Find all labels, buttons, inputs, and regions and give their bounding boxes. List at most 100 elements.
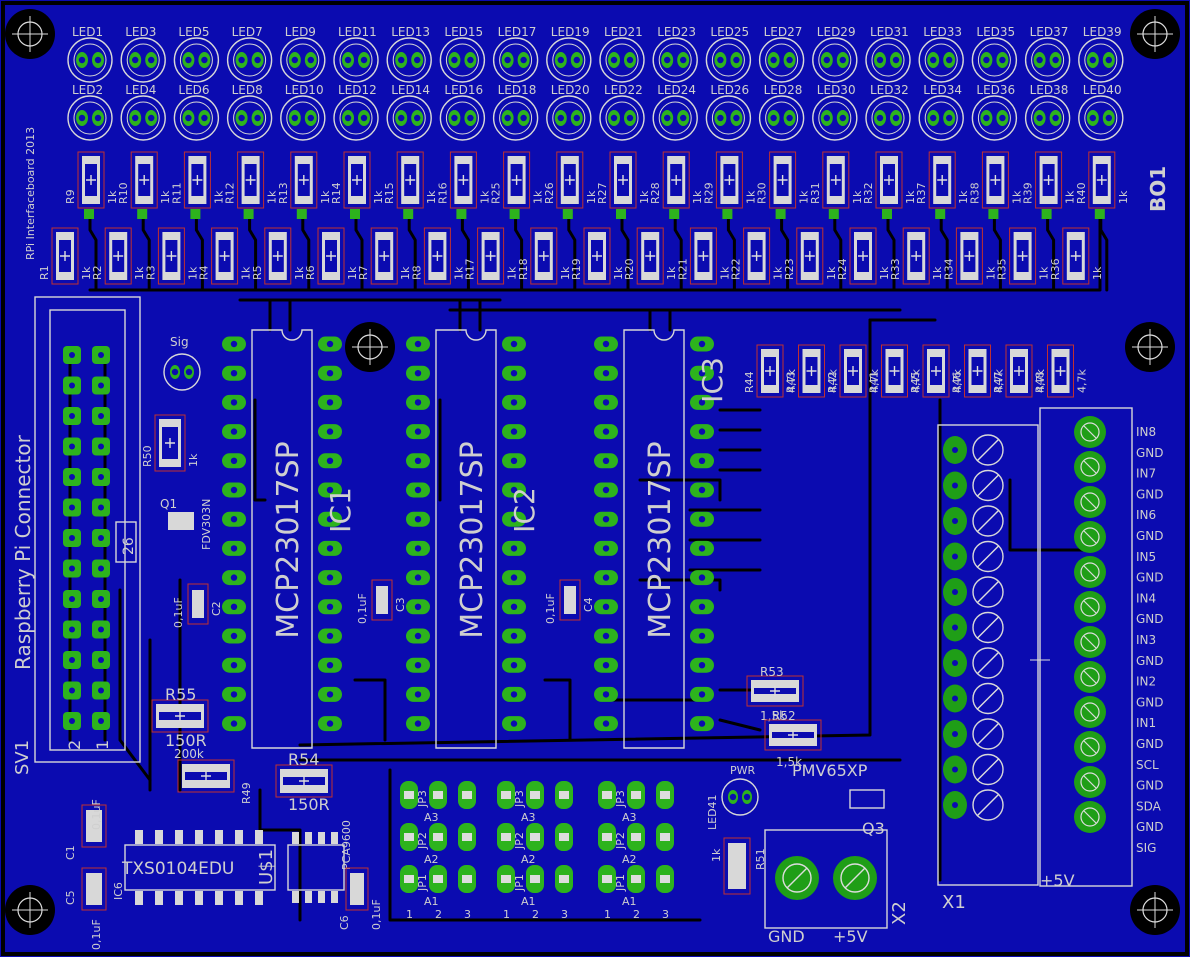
resistor-outline bbox=[798, 344, 825, 398]
resistor-mark bbox=[806, 366, 817, 376]
led-label: LED23 bbox=[657, 25, 696, 39]
jumper-label: JP2 bbox=[513, 832, 526, 850]
resistor-outline bbox=[317, 227, 345, 285]
resistor-outline bbox=[1047, 344, 1074, 398]
ic6-pin bbox=[215, 830, 223, 844]
trace bbox=[567, 212, 577, 292]
resistor-mark bbox=[777, 175, 788, 185]
cap-outline bbox=[559, 579, 581, 621]
u1-pin bbox=[305, 891, 312, 903]
resistor-outline bbox=[609, 151, 637, 209]
led-pad-hole bbox=[201, 114, 208, 122]
terminal-hole bbox=[952, 482, 958, 489]
led-label: LED22 bbox=[604, 83, 643, 97]
mounting-holes bbox=[5, 9, 1180, 935]
terminal-slot bbox=[976, 438, 1000, 462]
resistor-outline bbox=[1009, 227, 1037, 285]
led-label: LED13 bbox=[391, 25, 430, 39]
resistor-value: 1k bbox=[931, 266, 944, 280]
led-inner bbox=[818, 101, 852, 135]
resistor-value: 1k bbox=[1117, 190, 1130, 204]
resistor-mark bbox=[86, 175, 96, 185]
led-body bbox=[67, 95, 113, 141]
led-pad-hole bbox=[573, 56, 580, 64]
terminal-5v: +5V bbox=[1040, 871, 1075, 890]
jumper-mark bbox=[660, 875, 670, 883]
resistor-label: R11 bbox=[170, 182, 183, 204]
led-body bbox=[1024, 95, 1071, 141]
connector-pin-b: 1 bbox=[93, 740, 112, 750]
led-pad-hole bbox=[664, 114, 671, 122]
resistor-value: 1k bbox=[159, 190, 172, 204]
ic-pin-hole bbox=[602, 545, 610, 552]
resistor-value: 1k bbox=[319, 190, 332, 204]
ic-pin-hole bbox=[698, 428, 706, 435]
led-inner bbox=[499, 43, 533, 77]
resistor-outline bbox=[1062, 227, 1090, 285]
led-pad-hole bbox=[999, 114, 1006, 122]
header-pin-hole bbox=[69, 352, 75, 358]
r49-value: 200k bbox=[174, 747, 204, 761]
resistor-label: R30 bbox=[756, 182, 769, 204]
resistor-outline bbox=[211, 227, 239, 285]
pca-label: PCA9600 bbox=[340, 820, 353, 870]
led-pad-hole bbox=[573, 114, 580, 122]
via bbox=[722, 209, 733, 219]
jumper-pin: 1 bbox=[406, 908, 413, 921]
resistor-outline bbox=[769, 151, 797, 209]
terminal-screw bbox=[972, 434, 1004, 466]
terminal-screw bbox=[972, 576, 1004, 608]
led-inner bbox=[286, 43, 320, 77]
terminal-slot-right bbox=[1083, 740, 1097, 754]
trace bbox=[388, 768, 702, 922]
led-pad-hole bbox=[360, 114, 368, 122]
mount-hole-cross bbox=[12, 16, 48, 52]
led-inner bbox=[924, 43, 958, 77]
jumper-mark bbox=[462, 833, 472, 841]
c1-body bbox=[86, 810, 102, 842]
resistor-outline bbox=[981, 151, 1009, 209]
resistor-outline bbox=[902, 227, 930, 285]
led-pad-hole bbox=[983, 56, 990, 64]
resistor-label: R47 bbox=[992, 371, 1005, 393]
led-pad-hole bbox=[770, 114, 777, 122]
r53-label: R53 bbox=[760, 665, 784, 679]
resistor-mark bbox=[698, 251, 709, 261]
ic-pin-hole bbox=[510, 516, 518, 523]
resistor-mark bbox=[245, 175, 256, 185]
resistor-mark bbox=[485, 251, 496, 261]
led-body bbox=[439, 37, 486, 83]
terminal-hole bbox=[952, 518, 958, 524]
led-body bbox=[226, 37, 273, 83]
terminal-slot-right bbox=[1083, 635, 1097, 649]
resistor-outline bbox=[964, 344, 991, 398]
resistor-value: 4,7k bbox=[1034, 369, 1047, 393]
led-label: LED12 bbox=[338, 83, 377, 97]
led-pad-hole bbox=[930, 114, 937, 122]
resistor-outline bbox=[1088, 151, 1116, 209]
jumper-addr: A3 bbox=[521, 811, 536, 824]
terminal-screw-right bbox=[1080, 702, 1100, 722]
ic-pin-hole bbox=[326, 603, 334, 610]
terminal-slot-right bbox=[1083, 460, 1097, 474]
led-pad-hole bbox=[733, 114, 740, 122]
ic-pin-hole bbox=[230, 457, 238, 464]
led-label: LED16 bbox=[444, 83, 483, 97]
led-label: LED29 bbox=[817, 25, 856, 39]
led-body bbox=[386, 37, 432, 83]
ic-part: MCP23017SP bbox=[643, 441, 678, 639]
terminal-screw bbox=[972, 540, 1004, 573]
led-pad-hole bbox=[1089, 114, 1097, 122]
resistor-mark bbox=[765, 366, 775, 376]
jumper-pin: 2 bbox=[633, 908, 640, 921]
ic-pin-hole bbox=[414, 486, 422, 494]
ic-pin-hole bbox=[698, 603, 706, 610]
led-pad-hole bbox=[467, 56, 474, 64]
u1-pin bbox=[331, 832, 338, 844]
terminal-label: SDA bbox=[1136, 799, 1162, 813]
resistor-outline bbox=[881, 344, 908, 398]
ic-pin-hole bbox=[510, 399, 518, 406]
